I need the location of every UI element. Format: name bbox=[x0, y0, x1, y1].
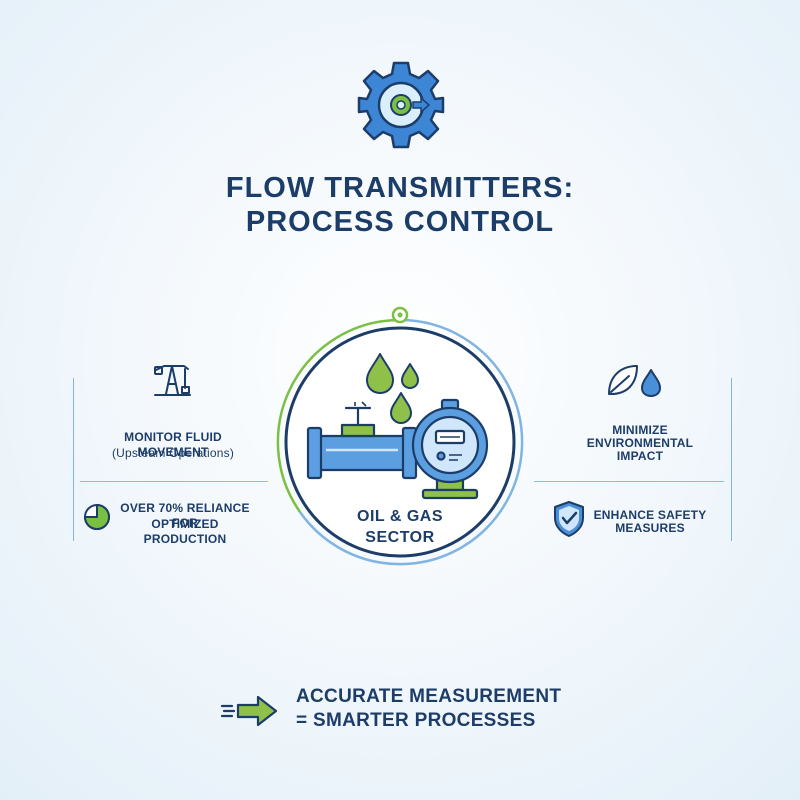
leaf-droplet-icon bbox=[608, 365, 661, 397]
pie-chart-icon bbox=[84, 504, 110, 530]
impact-label: IMPACT bbox=[616, 449, 664, 463]
left-divider bbox=[73, 378, 74, 541]
right-separator bbox=[534, 481, 724, 482]
center-label-line1: OIL & GAS bbox=[357, 508, 443, 525]
monitor-fluid-label: MONITOR FLUID MOVEMENT bbox=[124, 430, 222, 459]
outer-ring bbox=[276, 306, 524, 566]
flow-meter-icon bbox=[411, 398, 489, 500]
center-label-line2: SECTOR bbox=[365, 529, 435, 546]
environmental-label: ENVIRONMENTAL bbox=[586, 436, 694, 450]
enhance-safety-label: ENHANCE SAFETY bbox=[593, 508, 707, 522]
pipe-valve-icon bbox=[306, 401, 418, 480]
page-title-line2: PROCESS CONTROL bbox=[245, 206, 555, 238]
right-divider bbox=[731, 378, 732, 541]
droplets-icon bbox=[366, 353, 419, 424]
footer-line1: ACCURATE MEASUREMENT bbox=[296, 686, 562, 707]
left-separator bbox=[80, 481, 268, 482]
measures-label: MEASURES bbox=[615, 521, 685, 535]
center-circle bbox=[276, 306, 524, 566]
upstream-operations-label: (Upsteam Operations) bbox=[111, 446, 235, 460]
footer-line2: = SMARTER PROCESSES bbox=[296, 710, 536, 731]
page-title-line1: FLOW TRANSMITTERS: bbox=[225, 172, 575, 204]
gear-icon bbox=[357, 61, 445, 149]
shield-check-icon bbox=[554, 501, 584, 537]
minimize-label: MINIMIZE bbox=[612, 423, 668, 437]
oil-pump-jack-icon bbox=[154, 365, 191, 396]
optimized-production-label: OPTIMIZED PRODUCTION bbox=[143, 517, 227, 546]
arrow-right-icon bbox=[220, 695, 278, 727]
reliance-label: OVER 70% RELIANCE FOR bbox=[120, 501, 250, 530]
